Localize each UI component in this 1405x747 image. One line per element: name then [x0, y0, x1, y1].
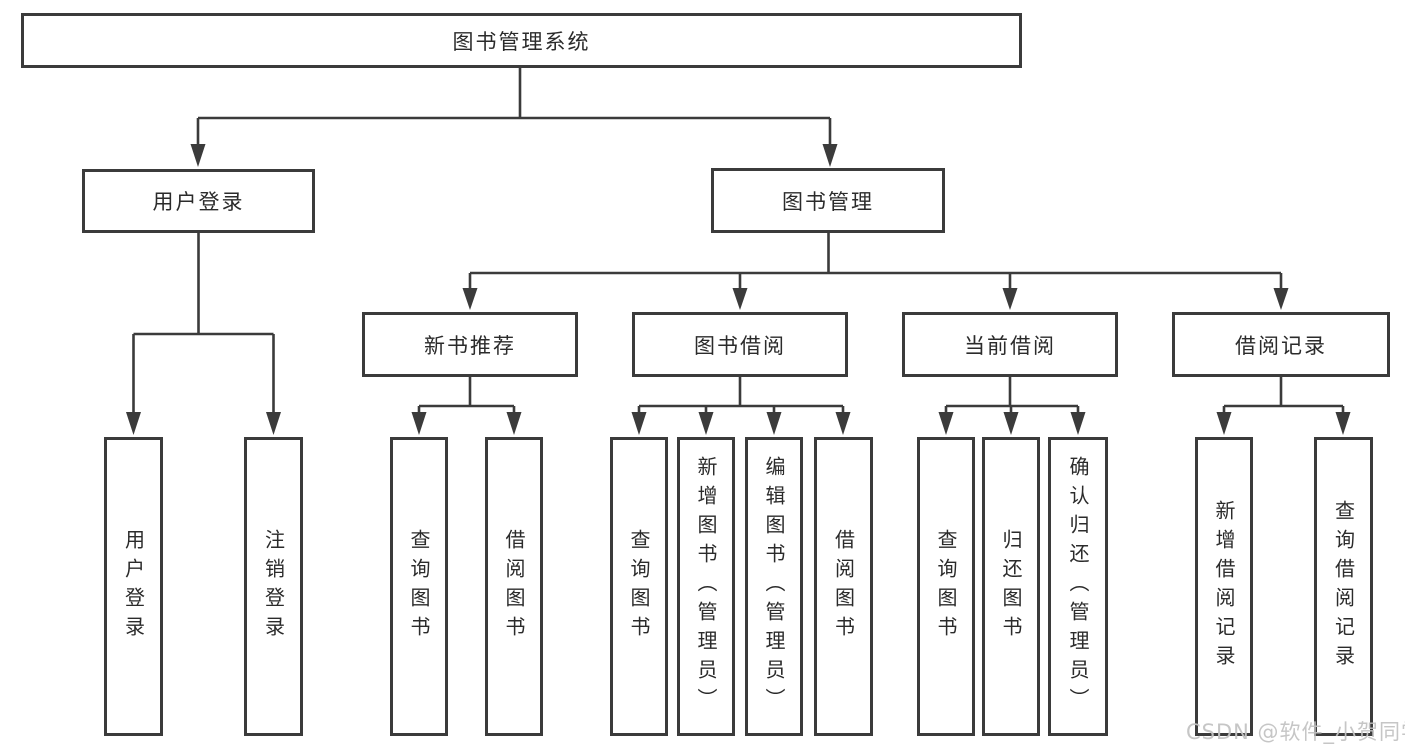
- leaf-logout: 注销登录: [244, 437, 303, 736]
- leaf-query-borrow-record: 查询借阅记录: [1314, 437, 1373, 736]
- leaf-borrow-books: 借阅图书: [814, 437, 873, 736]
- leaf-add-books-admin: 新增图书（管理员）: [677, 437, 735, 736]
- node-new-book-recommendation: 新书推荐: [362, 312, 578, 377]
- csdn-watermark: CSDN @软件_小贺同学: [1186, 720, 1405, 744]
- leaf-confirm-return-admin: 确认归还（管理员）: [1048, 437, 1108, 736]
- leaf-edit-books-admin: 编辑图书（管理员）: [745, 437, 803, 736]
- leaf-query-books-current: 查询图书: [917, 437, 975, 736]
- leaf-query-books-recommend: 查询图书: [390, 437, 448, 736]
- node-book-management-module: 图书管理: [711, 168, 945, 233]
- node-user-login-module: 用户登录: [82, 169, 315, 233]
- node-borrowing-records: 借阅记录: [1172, 312, 1390, 377]
- leaf-add-borrow-record: 新增借阅记录: [1195, 437, 1253, 736]
- leaf-user-login: 用户登录: [104, 437, 163, 736]
- node-current-borrowing: 当前借阅: [902, 312, 1118, 377]
- leaf-return-books: 归还图书: [982, 437, 1040, 736]
- leaf-borrow-books-recommend: 借阅图书: [485, 437, 543, 736]
- node-book-borrowing: 图书借阅: [632, 312, 848, 377]
- leaf-query-books-borrow: 查询图书: [610, 437, 668, 736]
- node-library-management-system: 图书管理系统: [21, 13, 1022, 68]
